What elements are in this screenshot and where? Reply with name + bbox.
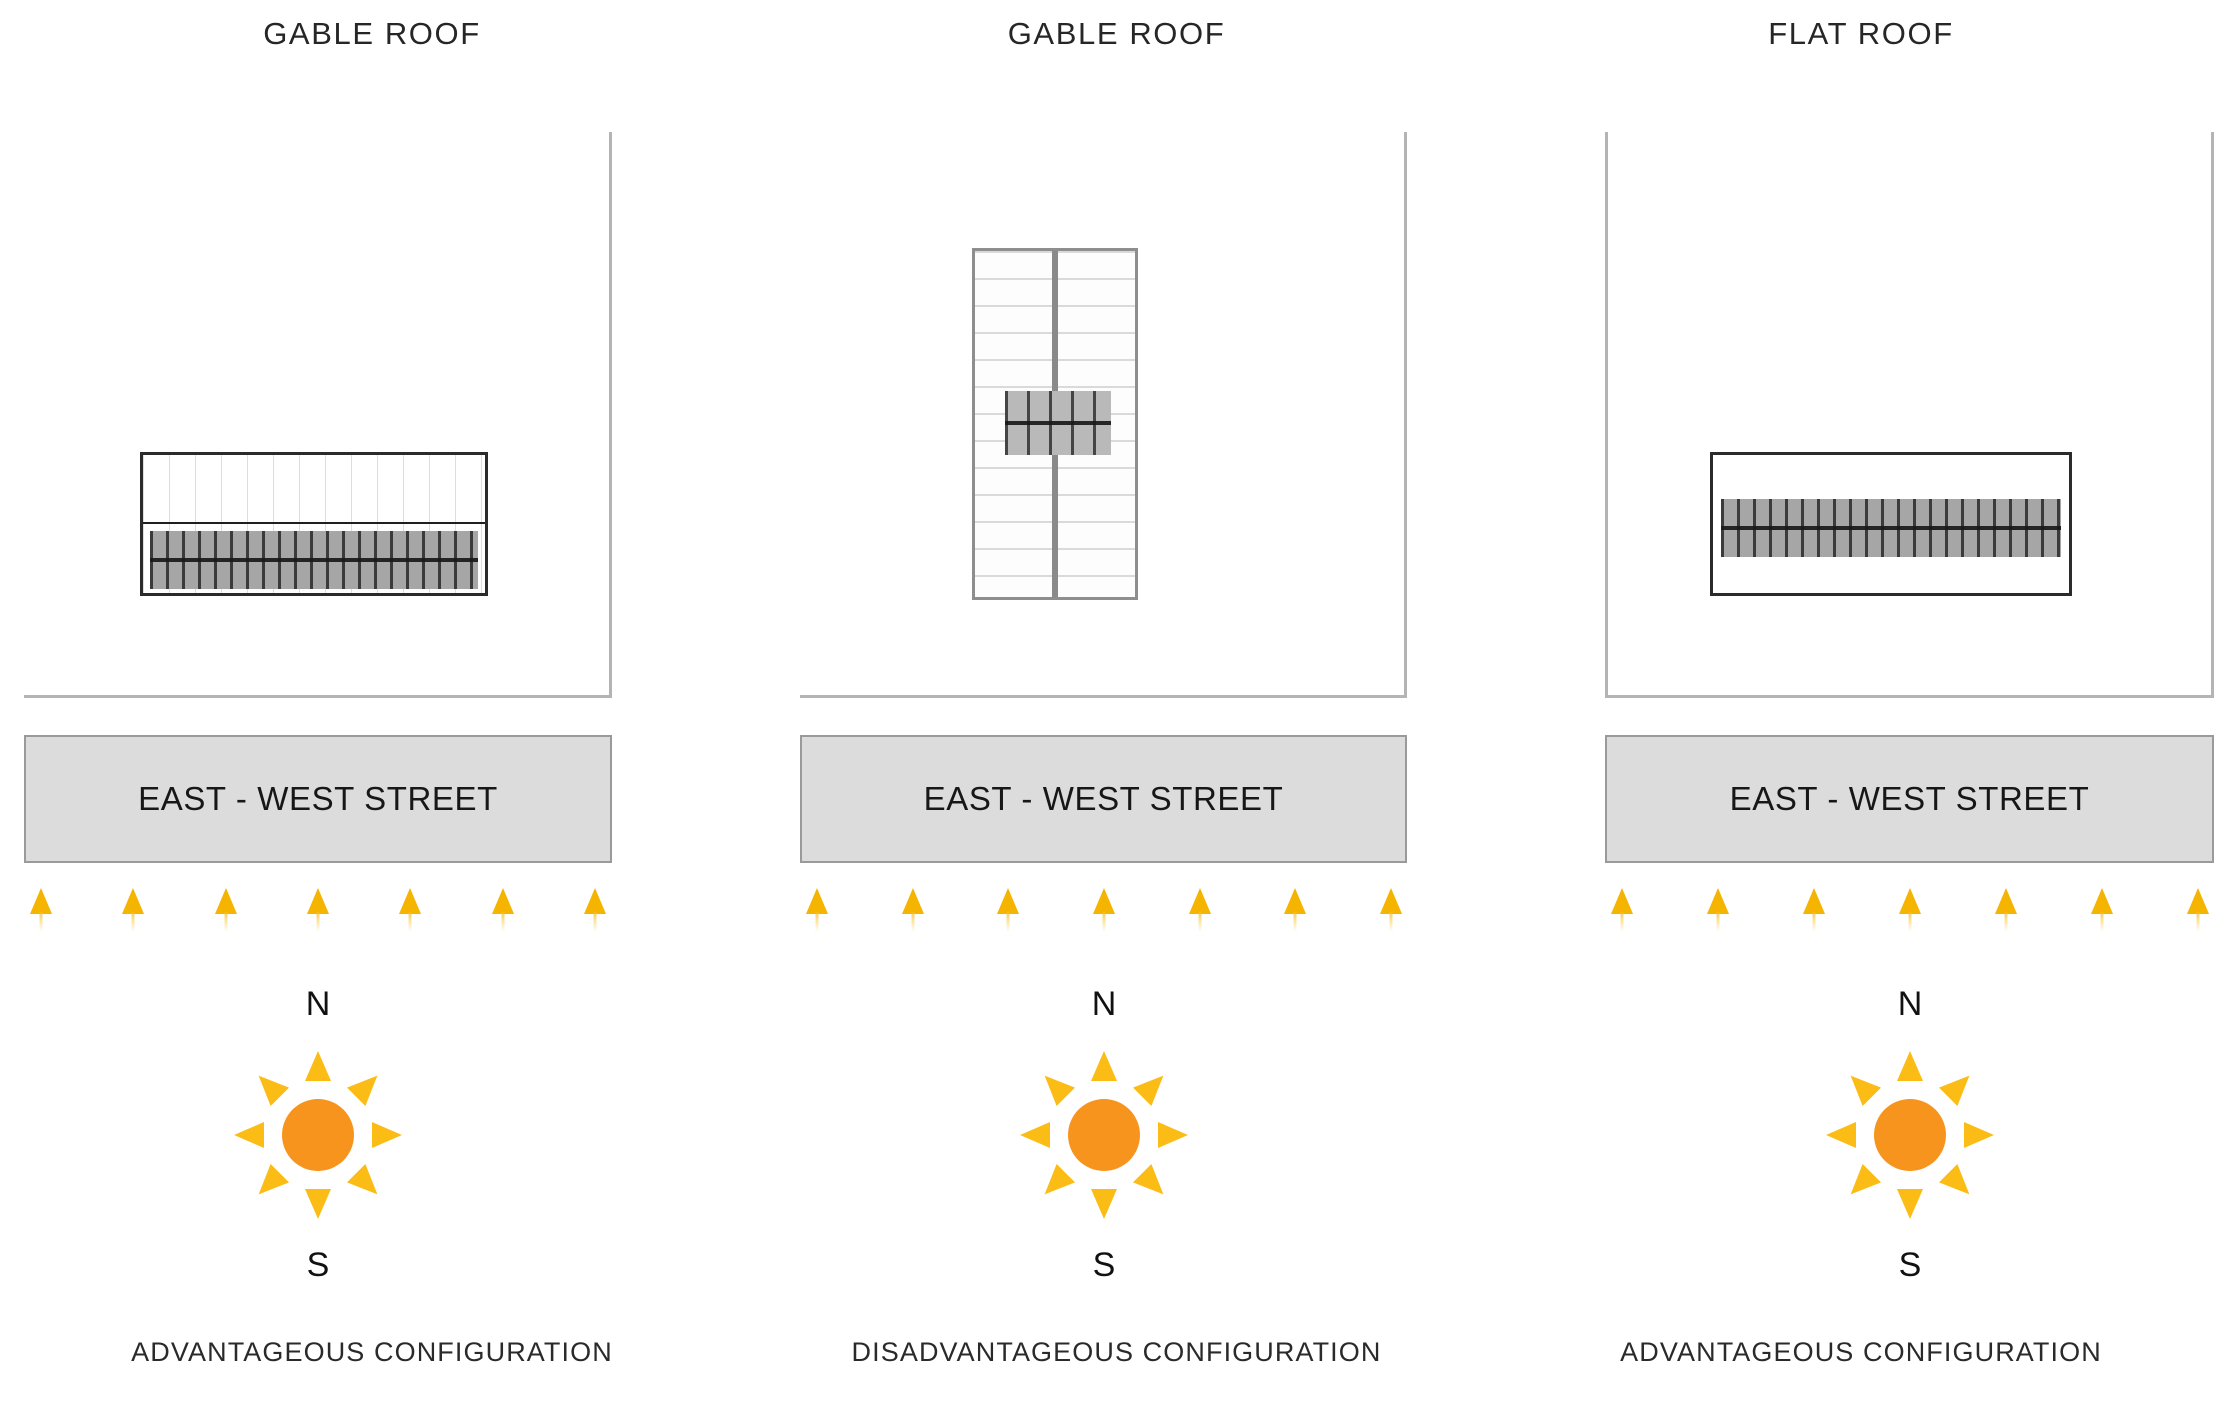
solar-ray-arrow (997, 888, 1020, 932)
solar-ray-arrow (1995, 888, 2017, 932)
sun-disc (282, 1099, 354, 1171)
building-gable-ns (972, 248, 1138, 600)
solar-ray-arrow (1899, 888, 1921, 932)
solar-ray-arrow (1611, 888, 1633, 932)
solar-ray-arrow (122, 888, 145, 932)
lot-boundary-bottom (1605, 695, 2214, 698)
compass-south-label: S (1898, 1246, 1922, 1284)
panel-caption: ADVANTAGEOUS CONFIGURATION (1620, 1337, 2102, 1367)
panel-gable-ns-ridge: GABLE ROOF EAST - WEST STREET N (744, 0, 1489, 1404)
solar-ray-arrow (1707, 888, 1729, 932)
solar-ray-arrow (491, 888, 514, 932)
lot-boundary-right (2211, 132, 2214, 698)
solar-ray-arrow (399, 888, 422, 932)
street-band: EAST - WEST STREET (800, 735, 1407, 863)
panel-caption: ADVANTAGEOUS CONFIGURATION (131, 1337, 613, 1367)
solar-cell-rows (1721, 526, 2061, 530)
solar-ray-arrow-row (806, 888, 1402, 932)
solar-cell-rows (1005, 421, 1111, 425)
solar-panel-array (1005, 391, 1111, 455)
street-label: EAST - WEST STREET (1729, 780, 2090, 817)
sun-compass: N S (974, 985, 1234, 1285)
solar-ray-arrow (1284, 888, 1307, 932)
solar-cell-rows (150, 558, 478, 562)
roof-slope-north (143, 455, 485, 524)
solar-ray-arrow-row (1611, 888, 2209, 932)
solar-ray-arrow (583, 888, 606, 932)
panel-flat-roof: FLAT ROOF EAST - WEST STREET N (1489, 0, 2233, 1404)
panel-caption: DISADVANTAGEOUS CONFIGURATION (851, 1337, 1382, 1367)
lot-boundary-bottom (800, 695, 1407, 698)
panel-title: GABLE ROOF (1007, 16, 1226, 51)
solar-ray-arrow (901, 888, 924, 932)
compass-south-label: S (1092, 1246, 1116, 1284)
street-band: EAST - WEST STREET (1605, 735, 2214, 863)
compass-south-label: S (306, 1246, 330, 1284)
panel-title: GABLE ROOF (263, 16, 481, 51)
solar-ray-arrow (2187, 888, 2209, 932)
solar-ray-arrow-row (30, 888, 606, 932)
compass-north-label: N (305, 985, 331, 1023)
sun-compass: N S (1780, 985, 2040, 1285)
street-label: EAST - WEST STREET (138, 780, 498, 817)
building-gable-ew (140, 452, 488, 596)
compass-north-label: N (1897, 985, 1923, 1023)
solar-ray-arrow (1803, 888, 1825, 932)
lot-boundary-right (1404, 132, 1407, 698)
lot-boundary-right (609, 132, 612, 698)
sun-disc (1068, 1099, 1140, 1171)
street-label: EAST - WEST STREET (923, 780, 1284, 817)
compass-north-label: N (1091, 985, 1117, 1023)
sun-compass: N S (188, 985, 448, 1285)
solar-panel-array (1721, 499, 2061, 557)
sun-disc (1874, 1099, 1946, 1171)
solar-ray-arrow (214, 888, 237, 932)
solar-ray-arrow (1092, 888, 1115, 932)
solar-ray-arrow (30, 888, 52, 932)
solar-ray-arrow (1188, 888, 1211, 932)
solar-ray-arrow (2091, 888, 2113, 932)
lot-boundary-bottom (24, 695, 612, 698)
solar-ray-arrow (806, 888, 828, 932)
solar-ray-arrow (1379, 888, 1402, 932)
building-flat (1710, 452, 2072, 596)
solar-panel-array (150, 531, 478, 589)
panel-gable-ew-ridge: GABLE ROOF EAST - WEST STREET (0, 0, 744, 1404)
solar-ray-arrow (306, 888, 329, 932)
street-band: EAST - WEST STREET (24, 735, 612, 863)
panel-title: FLAT ROOF (1768, 16, 1954, 51)
lot-boundary-left (1605, 132, 1608, 698)
